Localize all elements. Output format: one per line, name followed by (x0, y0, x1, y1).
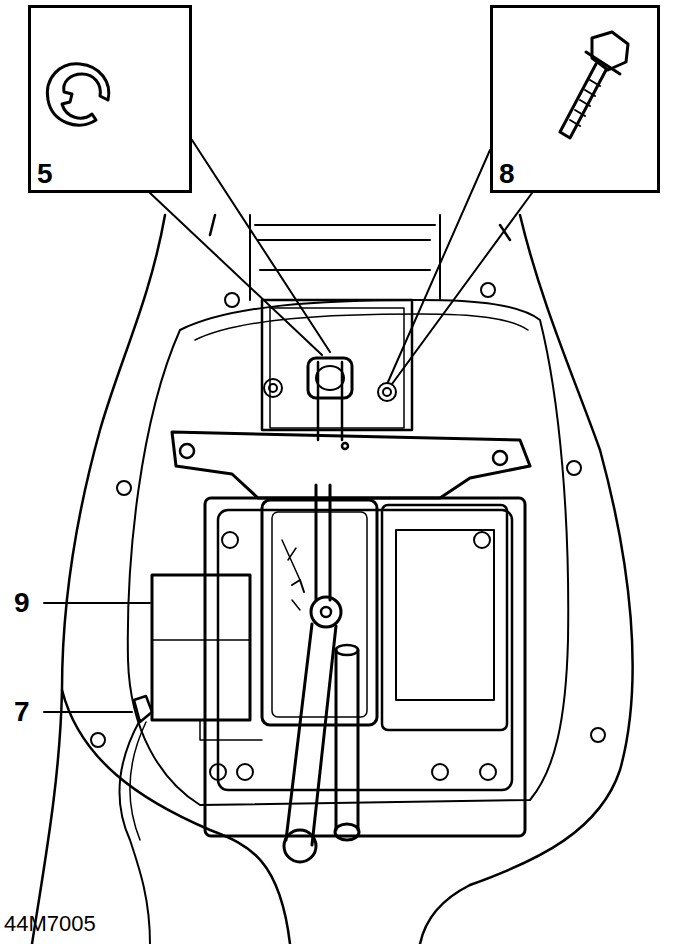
upper-housing (270, 308, 404, 428)
inset-box: 5 (28, 5, 192, 193)
tunnel-outline (32, 215, 165, 944)
module-box (152, 575, 250, 720)
leader-line (150, 140, 330, 355)
lever (286, 624, 336, 845)
connector (134, 696, 152, 722)
callout-number: 5 (37, 160, 53, 188)
inset-box: 8 (490, 5, 660, 193)
clip (316, 366, 344, 390)
gate-frame (262, 500, 377, 725)
callout-number: 8 (499, 160, 515, 188)
wire (130, 722, 146, 840)
lever (284, 830, 316, 862)
lever (311, 597, 341, 627)
bracket (172, 432, 530, 498)
upper-housing (262, 300, 412, 430)
lever (336, 650, 358, 830)
seal-outline (128, 300, 568, 805)
lever (335, 824, 359, 840)
gate-frame (272, 512, 367, 717)
leader-line (388, 150, 532, 384)
gate-cover (396, 530, 494, 700)
callout-number: 9 (14, 589, 30, 617)
wire (119, 720, 150, 944)
tunnel-outline (420, 885, 470, 944)
callout-number: 7 (14, 698, 30, 726)
figure-code: 44M7005 (4, 913, 96, 935)
bolt-icon (560, 32, 628, 138)
selector-housing (205, 498, 525, 836)
clip (308, 358, 352, 398)
tunnel-slot (250, 215, 440, 300)
leader-line (44, 602, 150, 604)
tunnel-outline (62, 690, 290, 944)
seal-outline (195, 314, 528, 340)
clip-icon (47, 64, 108, 125)
bolts (91, 283, 605, 780)
leader-line (44, 711, 132, 713)
selector-rod (318, 362, 342, 440)
tunnel-outline (210, 215, 510, 240)
gate-cover (382, 505, 507, 730)
lever (316, 485, 330, 600)
